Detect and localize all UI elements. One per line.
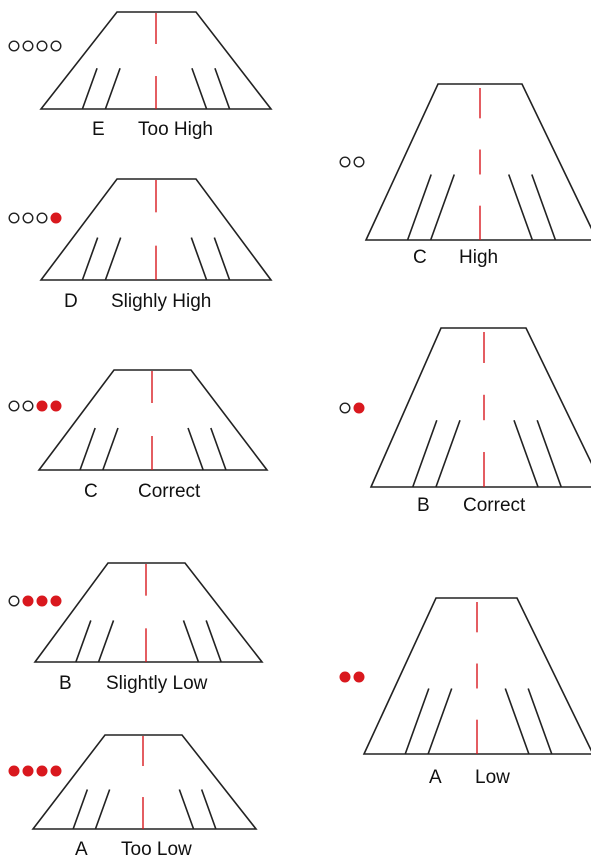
threshold-stripe-right-left-d-1	[213, 237, 231, 281]
label-letter-d: D	[64, 291, 78, 312]
indicator-light-left-e-1	[22, 40, 34, 52]
threshold-stripe-right-left-c-1	[210, 427, 227, 471]
label-text-slighly-high: Slighly High	[111, 291, 212, 312]
threshold-stripe-left-left-c-0	[79, 427, 96, 471]
indicator-light-left-a-3	[50, 765, 62, 777]
threshold-stripe-left-right-b-0	[412, 419, 438, 488]
indicator-light-left-b-0	[8, 595, 20, 607]
threshold-stripe-right-left-b-0	[182, 620, 200, 663]
runway-outline-left-b	[33, 562, 264, 663]
indicator-light-left-b-2	[36, 595, 48, 607]
label-letter-a-right: A	[429, 767, 442, 788]
threshold-stripe-right-left-e-0	[191, 67, 208, 110]
threshold-stripe-left-right-b-1	[435, 419, 461, 488]
label-letter-e: E	[92, 119, 105, 140]
indicator-light-right-a-0	[339, 671, 351, 683]
indicator-light-left-a-2	[36, 765, 48, 777]
runway-outline-left-c	[37, 369, 269, 471]
label-letter-c-right: C	[413, 247, 427, 268]
indicator-light-left-a-0	[8, 765, 20, 777]
threshold-stripe-left-left-d-1	[104, 237, 122, 281]
indicator-light-right-b-1	[353, 402, 365, 414]
threshold-stripe-right-left-b-1	[205, 620, 222, 663]
indicator-light-left-d-0	[8, 212, 20, 224]
runway-outline-left-d	[39, 178, 273, 281]
runway-outline-right-b	[369, 327, 591, 488]
label-text-slightly-low: Slightly Low	[106, 673, 208, 694]
indicator-light-left-d-3	[50, 212, 62, 224]
label-letter-b-left: B	[59, 673, 72, 694]
indicator-light-left-c-1	[22, 400, 34, 412]
label-letter-c-left: C	[84, 481, 98, 502]
indicator-light-left-e-0	[8, 40, 20, 52]
indicator-light-right-c-1	[353, 156, 365, 168]
threshold-stripe-left-left-a-0	[72, 789, 89, 830]
indicator-light-right-c-0	[339, 156, 351, 168]
threshold-stripe-right-right-a-1	[527, 688, 553, 755]
threshold-stripe-left-left-b-0	[75, 620, 92, 663]
threshold-stripe-left-right-c-0	[406, 174, 432, 241]
threshold-stripe-left-left-b-1	[97, 620, 115, 663]
threshold-stripe-left-left-e-1	[104, 67, 121, 110]
indicator-light-left-e-3	[50, 40, 62, 52]
runway-outline-left-e	[39, 11, 273, 110]
indicator-light-right-b-0	[339, 402, 351, 414]
runway-outline-right-a	[362, 597, 591, 755]
threshold-stripe-right-right-a-0	[504, 688, 530, 755]
indicator-light-left-e-2	[36, 40, 48, 52]
threshold-stripe-right-left-d-0	[190, 237, 208, 281]
threshold-stripe-left-right-c-1	[429, 174, 456, 241]
threshold-stripe-right-left-a-1	[200, 789, 217, 830]
threshold-stripe-right-left-e-1	[214, 67, 231, 110]
indicator-light-left-c-2	[36, 400, 48, 412]
indicator-light-left-c-0	[8, 400, 20, 412]
threshold-stripe-right-left-c-0	[187, 427, 204, 471]
label-letter-a-left: A	[75, 839, 88, 860]
threshold-stripe-right-right-c-0	[507, 174, 534, 241]
runway-outline-right-c	[364, 83, 591, 241]
label-text-correct-right: Correct	[463, 495, 526, 516]
indicator-light-left-b-3	[50, 595, 62, 607]
threshold-stripe-left-left-c-1	[102, 427, 119, 471]
threshold-stripe-right-right-b-0	[513, 419, 539, 488]
threshold-stripe-right-left-a-0	[178, 789, 195, 830]
label-text-too-low: Too Low	[121, 839, 192, 860]
indicator-light-left-d-2	[36, 212, 48, 224]
threshold-stripe-right-right-c-1	[531, 174, 557, 241]
indicator-light-left-c-3	[50, 400, 62, 412]
indicator-light-left-a-1	[22, 765, 34, 777]
label-text-low: Low	[475, 767, 510, 788]
label-text-high: High	[459, 247, 499, 268]
label-text-correct-left: Correct	[138, 481, 201, 502]
threshold-stripe-left-left-e-0	[81, 67, 98, 110]
threshold-stripe-left-left-a-1	[94, 789, 111, 830]
indicator-light-left-d-1	[22, 212, 34, 224]
threshold-stripe-left-right-a-1	[427, 688, 453, 755]
indicator-light-right-a-1	[353, 671, 365, 683]
indicator-light-left-b-1	[22, 595, 34, 607]
threshold-stripe-left-left-d-0	[81, 237, 99, 281]
threshold-stripe-right-right-b-1	[536, 419, 562, 488]
runway-outline-left-a	[31, 734, 258, 830]
label-letter-b-right: B	[417, 495, 430, 516]
label-text-too-high: Too High	[138, 119, 213, 140]
threshold-stripe-left-right-a-0	[404, 688, 430, 755]
